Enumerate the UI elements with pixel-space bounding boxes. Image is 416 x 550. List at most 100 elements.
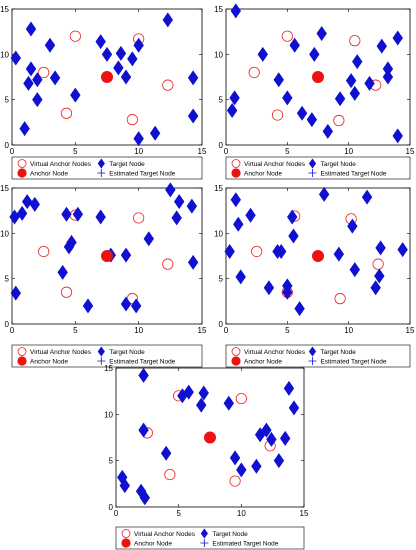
virtual-anchor-point	[162, 258, 174, 270]
estimated-target-point	[139, 489, 144, 494]
estimated-target-point	[300, 111, 305, 116]
estimated-target-point	[141, 428, 146, 433]
x-tick-label: 15	[406, 326, 415, 335]
y-tick-label: 10	[214, 229, 223, 238]
legend-anchor-label: Anchor Node	[134, 540, 172, 547]
y-tick-label: 15	[0, 184, 9, 193]
legend-virtual-anchor-label: Virtual Anchor Nodes	[30, 349, 92, 356]
estimated-target-point	[22, 126, 27, 131]
estimated-target-point	[378, 245, 383, 250]
estimated-target-point	[227, 249, 232, 254]
legend-target-label: Target Node	[320, 349, 356, 356]
anchor-point	[312, 250, 324, 262]
y-tick-label: 5	[5, 96, 10, 105]
estimated-target-point	[13, 291, 18, 296]
x-tick-label: 5	[285, 326, 290, 335]
estimated-target-point	[285, 283, 290, 288]
estimated-target-point	[264, 428, 269, 433]
virtual-anchor-point	[271, 109, 284, 121]
estimated-target-point	[276, 458, 281, 463]
estimated-target-point	[291, 234, 296, 239]
estimated-target-point	[118, 51, 123, 56]
y-tick-label: 0	[219, 141, 224, 150]
estimated-target-point	[297, 306, 302, 311]
legend-anchor-marker	[17, 356, 27, 366]
virtual-anchor-point	[69, 30, 81, 42]
estimated-target-point	[136, 43, 141, 48]
estimated-target-point	[377, 273, 382, 278]
estimated-target-point	[26, 81, 31, 86]
anchor-point	[101, 250, 113, 262]
estimated-target-point	[134, 303, 139, 308]
y-tick-label: 0	[5, 320, 10, 329]
estimated-target-point	[291, 405, 296, 410]
legend-box	[11, 344, 203, 368]
estimated-target-point	[248, 213, 253, 218]
x-tick-label: 10	[344, 147, 353, 156]
estimated-target-point	[29, 66, 33, 71]
estimated-target-point	[239, 467, 244, 472]
estimated-target-point	[73, 93, 78, 98]
x-tick-label: 5	[176, 509, 181, 518]
estimated-target-point	[120, 475, 125, 480]
estimated-target-point	[153, 131, 158, 136]
legend-target-marker	[97, 158, 105, 169]
estimated-target-point	[124, 75, 128, 79]
anchor-point	[204, 431, 216, 444]
legend-anchor-label: Anchor Node	[244, 170, 282, 177]
estimated-target-point	[86, 303, 90, 308]
x-tick-label: 15	[198, 326, 207, 335]
estimated-target-point	[60, 270, 65, 275]
estimated-target-point	[35, 77, 40, 82]
legend-target-marker	[200, 528, 208, 539]
estimated-target-point	[142, 495, 147, 500]
estimated-target-point	[98, 39, 103, 44]
legend-estimated-label: Estimated Target Node	[109, 170, 175, 177]
x-tick-label: 5	[73, 326, 78, 335]
legend-estimated-label: Estimated Target Node	[320, 358, 386, 365]
estimated-target-point	[233, 455, 238, 460]
legend-virtual-anchor-label: Virtual Anchor Nodes	[134, 531, 196, 538]
x-tick-label: 10	[344, 326, 353, 335]
legend-estimated-marker	[308, 357, 317, 365]
virtual-anchor-point	[248, 66, 260, 79]
legend-box	[225, 156, 411, 180]
estimated-target-point	[292, 43, 297, 48]
anchor-point	[312, 71, 324, 83]
y-tick-label: 5	[219, 96, 224, 105]
estimated-target-point	[238, 274, 243, 279]
estimated-target-point	[312, 52, 317, 57]
legend-target-marker	[308, 346, 317, 357]
x-tick-label: 15	[198, 147, 207, 156]
y-tick-label: 0	[5, 141, 10, 150]
estimated-target-point	[64, 212, 69, 217]
y-tick-label: 5	[109, 457, 114, 466]
anchor-point	[101, 71, 113, 83]
virtual-anchor-point	[281, 30, 293, 42]
x-tick-label: 0	[10, 326, 15, 335]
legend-box	[115, 526, 305, 550]
estimated-target-point	[116, 65, 121, 70]
estimated-target-point	[12, 215, 17, 220]
estimated-target-point	[141, 373, 146, 378]
estimated-target-point	[180, 393, 185, 398]
x-tick-label: 15	[406, 147, 415, 156]
estimated-target-point	[164, 451, 169, 456]
estimated-target-point	[266, 285, 271, 290]
estimated-target-point	[201, 391, 206, 396]
legend-anchor-label: Anchor Node	[244, 358, 282, 365]
estimated-target-point	[276, 77, 281, 82]
virtual-anchor-point	[162, 79, 174, 91]
estimated-target-point	[352, 267, 357, 272]
estimated-target-point	[98, 215, 103, 220]
estimated-target-point	[233, 8, 238, 13]
estimated-target-point	[269, 437, 274, 442]
legend-virtual-anchor-label: Virtual Anchor Nodes	[244, 349, 306, 356]
estimated-target-point	[290, 215, 295, 220]
estimated-target-point	[395, 133, 400, 138]
estimated-target-point	[122, 483, 127, 488]
